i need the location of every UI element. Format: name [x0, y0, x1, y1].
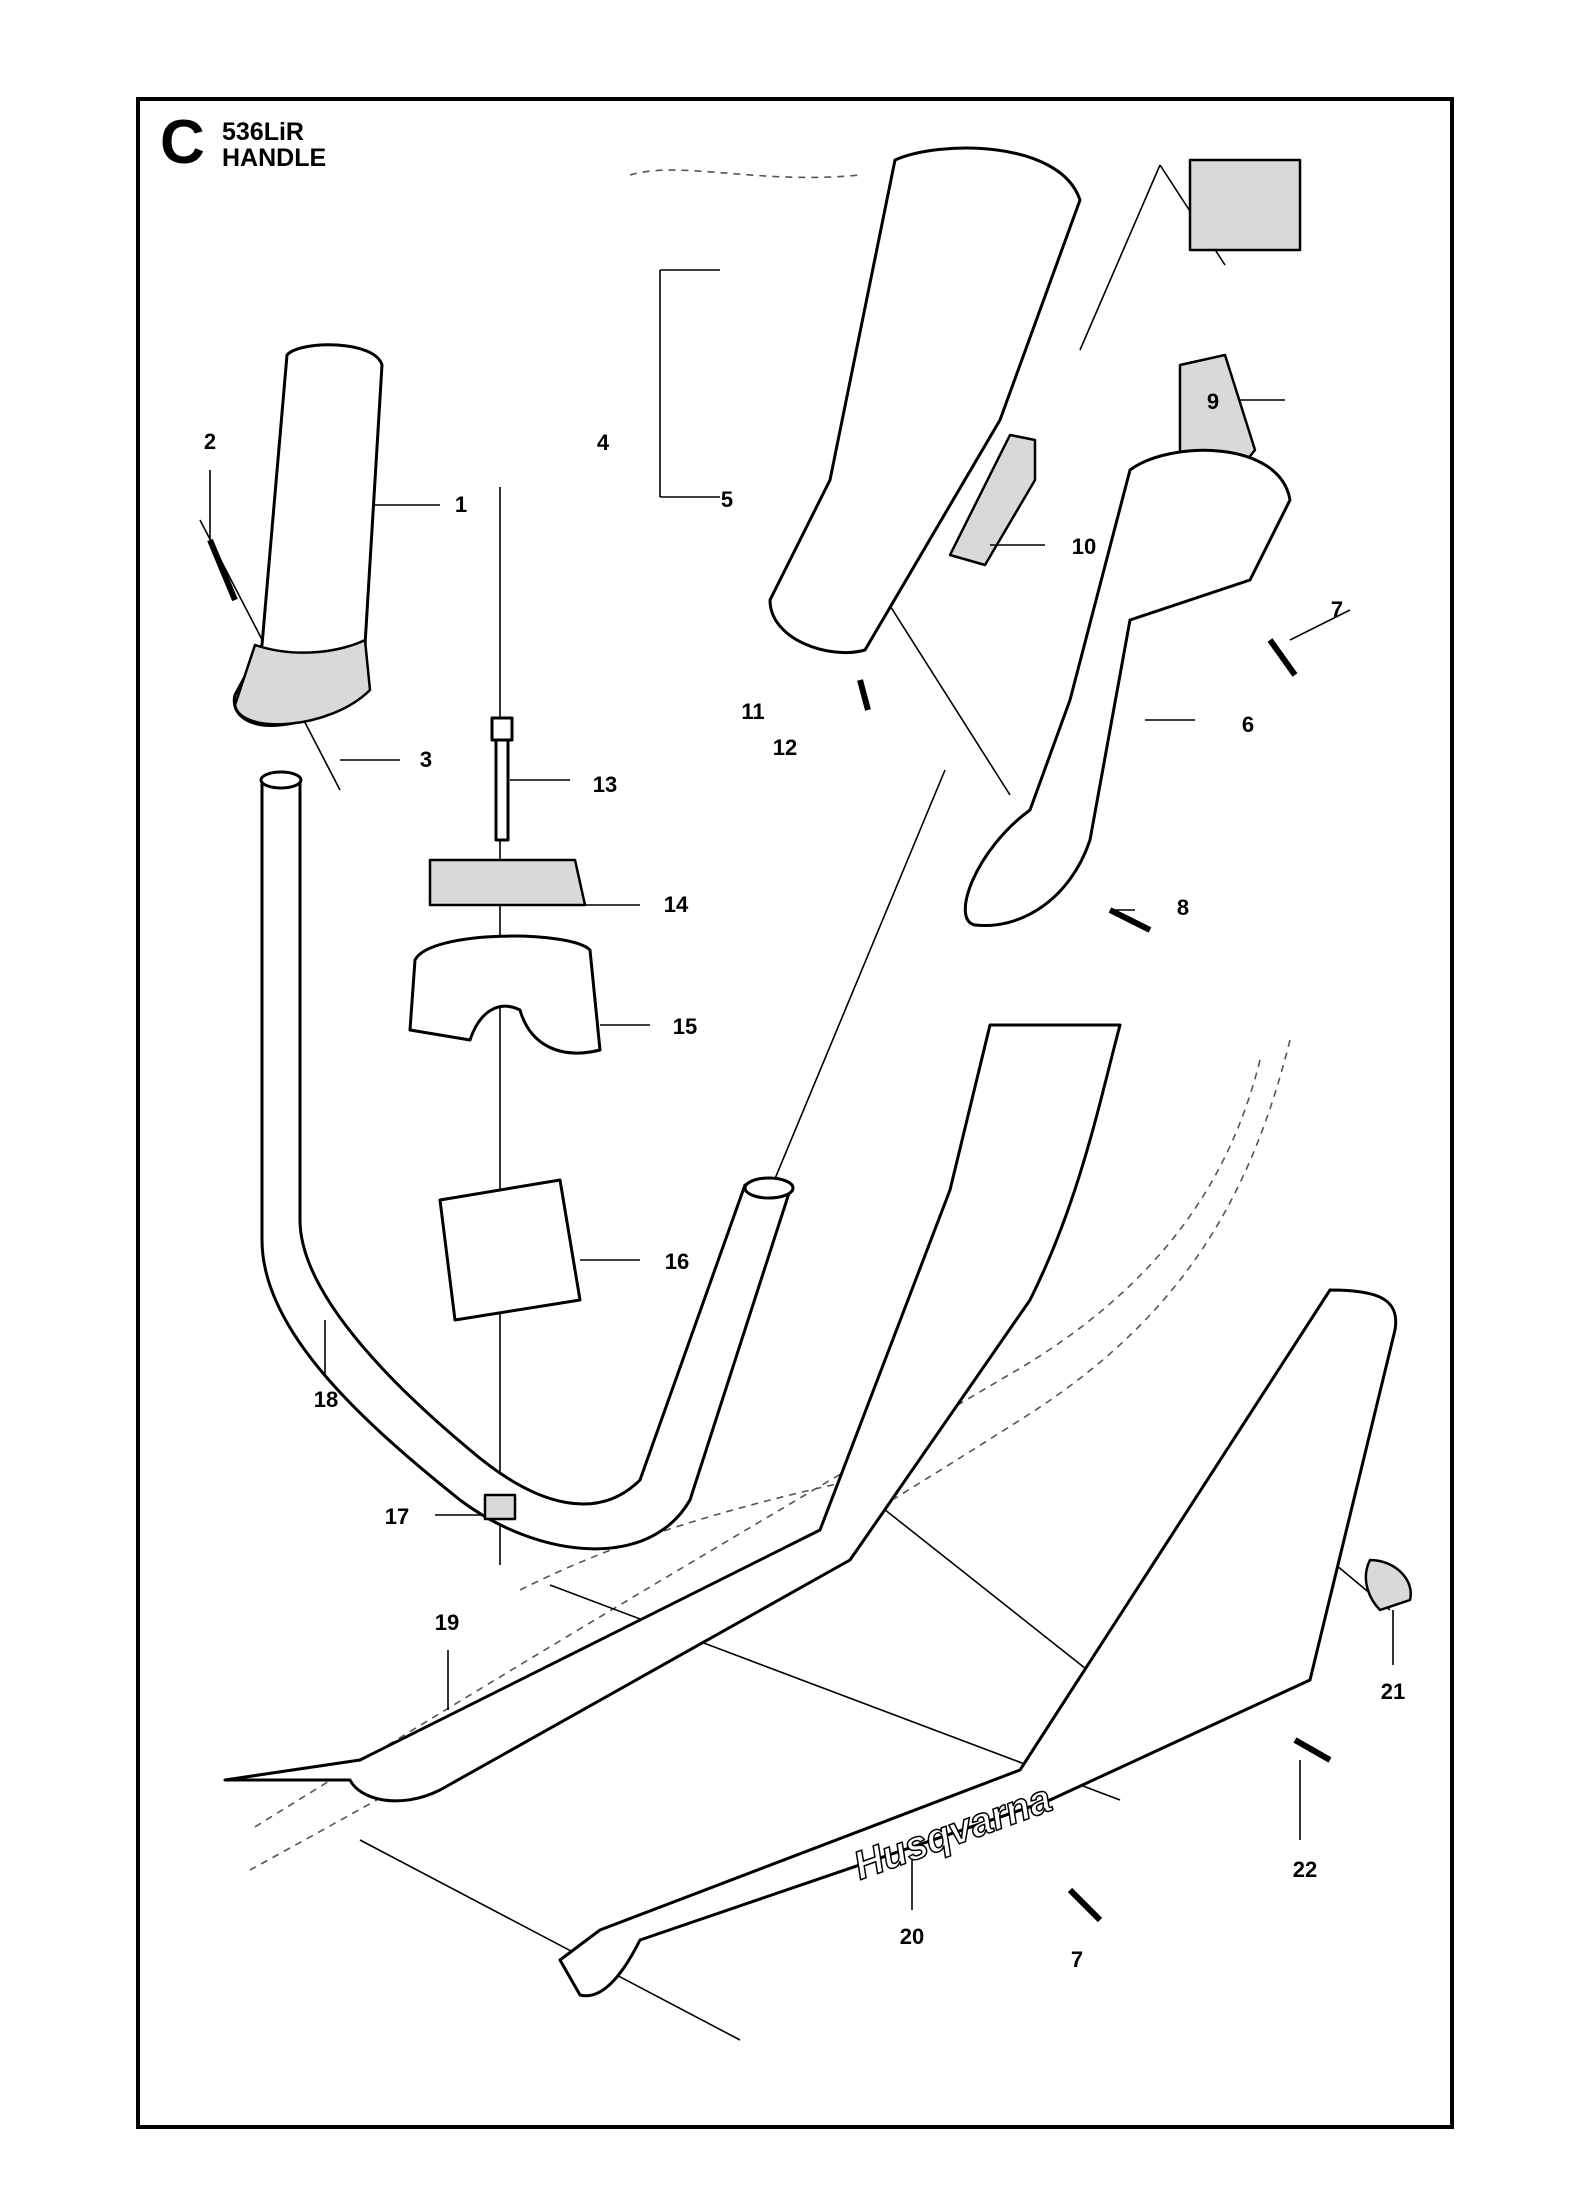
leader-lines: [209, 269, 1394, 1910]
callout-20: 20: [899, 1924, 925, 1949]
context-outline: [249, 1039, 1291, 1871]
part-handle-cover-6: [963, 448, 1292, 928]
diagram-frame: [136, 97, 1454, 2129]
part-loop-tube-18: [259, 770, 795, 1551]
part-switch-module: [1188, 158, 1302, 252]
context-outline: [629, 169, 861, 179]
callout-19: 19: [434, 1610, 460, 1635]
callout-16: 16: [664, 1249, 690, 1274]
callout-17: 17: [384, 1504, 410, 1529]
callout-5: 5: [720, 487, 734, 512]
callout-1: 1: [454, 492, 468, 517]
diagram-title: HANDLE: [222, 144, 327, 172]
part-bolt-13: [490, 716, 514, 842]
part-handle-housing-4: [768, 146, 1082, 655]
callout-13: 13: [592, 772, 618, 797]
callout-21: 21: [1380, 1679, 1406, 1704]
callout-11: 11: [741, 699, 765, 724]
context-outline: [249, 1059, 1261, 1831]
callout-12: 12: [772, 735, 798, 760]
part-grip-1: [232, 343, 384, 727]
part-clamp-block-16: [438, 1178, 582, 1322]
callout-14: 14: [663, 892, 689, 917]
callout-15: 15: [672, 1014, 698, 1039]
part-frame-19: [223, 1023, 1122, 1803]
callout-22: 22: [1292, 1857, 1318, 1882]
callout-8: 8: [1176, 895, 1190, 920]
part-shield-20: [558, 1288, 1398, 1998]
model-name: 536LiR: [222, 118, 304, 146]
part-cover-15: [408, 934, 602, 1055]
part-trigger-10: [948, 433, 1037, 567]
part-clip-21: [1364, 1558, 1413, 1612]
callout-18: 18: [313, 1387, 339, 1412]
part-clamp-14: [428, 858, 587, 907]
callout-9: 9: [1206, 389, 1220, 414]
part-nut-17: [483, 1493, 517, 1521]
callout-7-lower: 7: [1070, 1947, 1084, 1972]
screws: [207, 538, 1332, 1923]
callout-10: 10: [1071, 534, 1097, 559]
callout-4: 4: [596, 430, 610, 455]
callout-6: 6: [1241, 712, 1255, 737]
callout-7: 7: [1330, 597, 1344, 622]
callout-2: 2: [203, 429, 217, 454]
callout-3: 3: [419, 747, 433, 772]
section-letter: C: [160, 108, 205, 177]
